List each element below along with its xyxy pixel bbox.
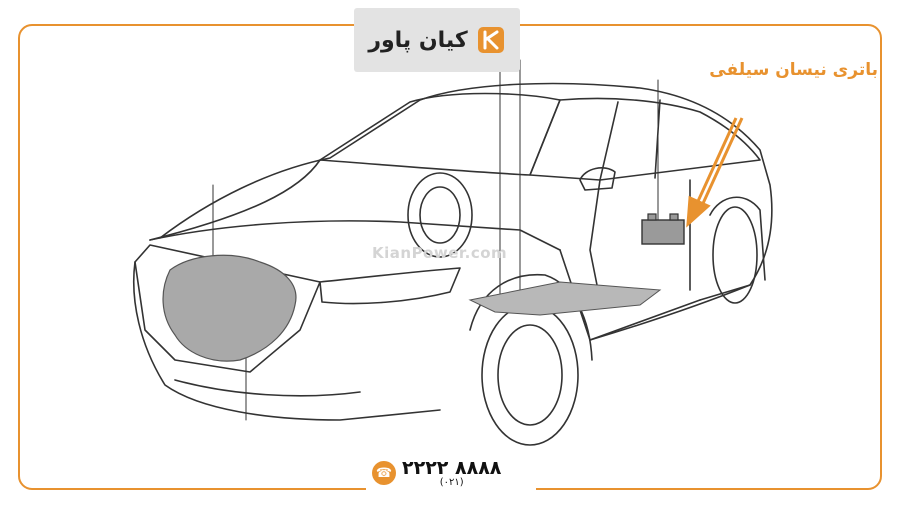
battery-callout-label: باتری نیسان سیلفی — [709, 60, 878, 80]
arrow-icon — [686, 117, 744, 228]
contact-phone[interactable]: ☎ ۲۲۲۲ ۸۸۸۸ (۰۲۱) — [366, 456, 536, 490]
kianpower-logo-icon — [477, 27, 504, 53]
watermark-text: KianPower.com — [372, 244, 508, 262]
phone-number: ۲۲۲۲ ۸۸۸۸ (۰۲۱) — [402, 456, 502, 488]
phone-main-number: ۲۲۲۲ ۸۸۸۸ — [402, 456, 502, 479]
floor-plate — [468, 281, 662, 316]
phone-icon: ☎ — [372, 461, 396, 485]
brand-logo: کیان پاور — [354, 8, 520, 72]
brand-name: کیان پاور — [368, 27, 468, 53]
phone-area-code: (۰۲۱) — [439, 476, 464, 488]
engine-area — [162, 254, 297, 362]
battery-icon — [641, 213, 685, 245]
